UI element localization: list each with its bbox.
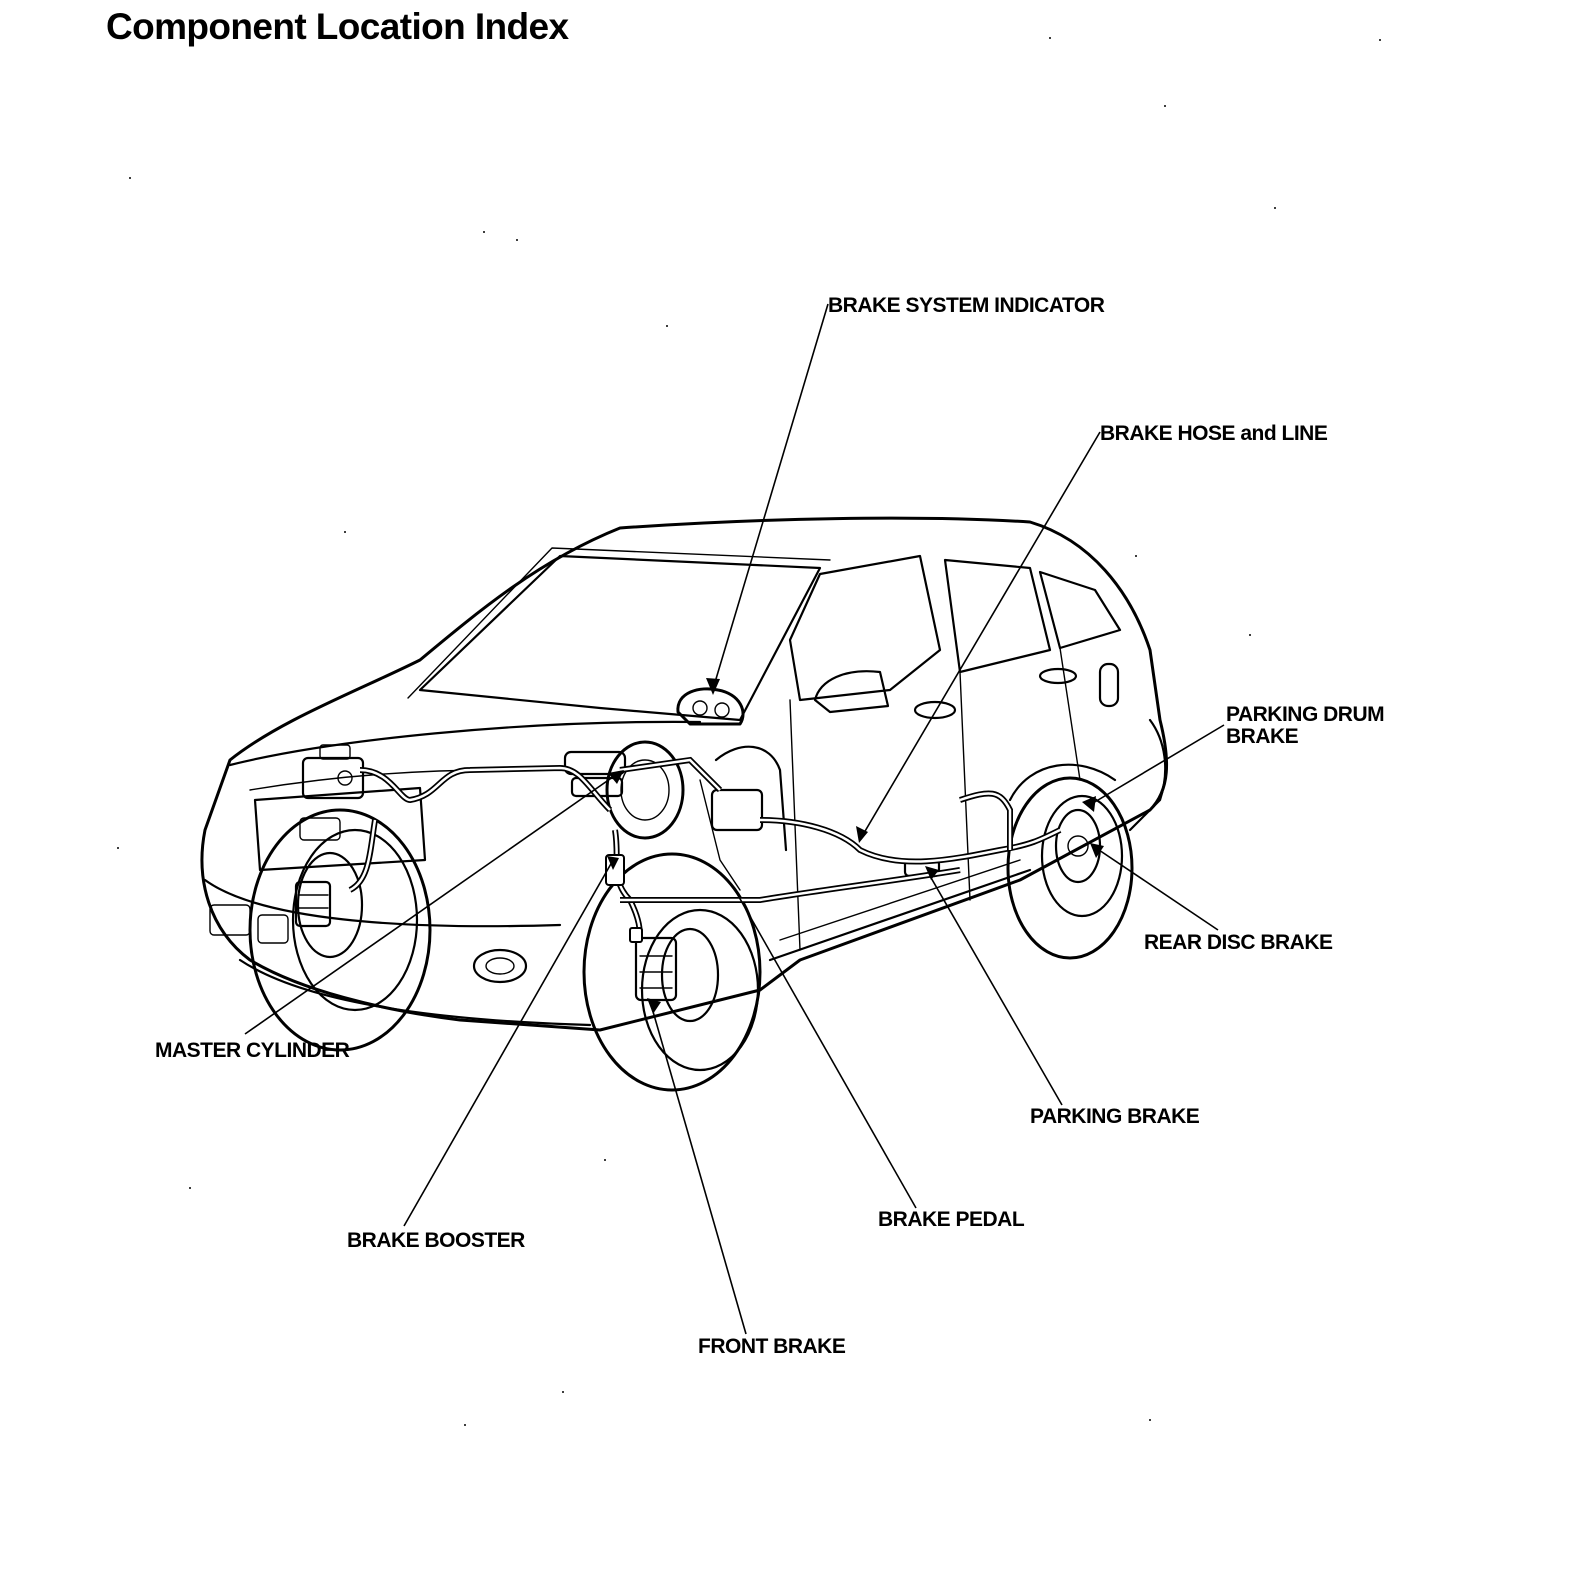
leader-front-brake — [651, 1007, 747, 1335]
leader-brake-system-indicator — [712, 303, 829, 690]
label-front-brake: FRONT BRAKE — [698, 1335, 846, 1358]
label-brake-system-indicator: BRAKE SYSTEM INDICATOR — [828, 294, 1105, 317]
brake-lines — [348, 756, 1062, 943]
label-brake-pedal: BRAKE PEDAL — [878, 1208, 1025, 1231]
leader-brake-booster — [403, 861, 613, 1227]
leader-brake-pedal — [734, 889, 917, 1209]
arrow-parking-drum-brake — [1082, 796, 1096, 812]
leader-parking-brake — [929, 875, 1063, 1106]
label-parking-drum-brake-line1: PARKING DRUM — [1226, 703, 1385, 726]
leader-parking-drum-brake — [1087, 724, 1225, 807]
leader-master-cylinder — [244, 771, 621, 1035]
arrow-brake-system-indicator — [706, 678, 720, 695]
vehicle-outline — [200, 516, 1169, 1092]
leader-lines — [244, 303, 1225, 1335]
arrow-brake-hose-and-line — [856, 826, 868, 843]
label-parking-drum-brake-line2: BRAKE — [1226, 725, 1299, 748]
arrow-brake-booster — [607, 856, 619, 870]
leader-rear-disc-brake — [1095, 847, 1219, 931]
leader-brake-hose-and-line — [860, 431, 1101, 839]
label-parking-brake: PARKING BRAKE — [1030, 1105, 1200, 1128]
label-rear-disc-brake: REAR DISC BRAKE — [1144, 931, 1333, 954]
arrow-parking-brake — [925, 866, 939, 880]
label-master-cylinder: MASTER CYLINDER — [155, 1039, 350, 1062]
arrow-master-cylinder — [608, 770, 624, 784]
arrow-rear-disc-brake — [1090, 843, 1104, 858]
scan-specks — [117, 37, 1381, 1426]
label-brake-hose-and-line: BRAKE HOSE and LINE — [1100, 422, 1328, 445]
label-brake-booster: BRAKE BOOSTER — [347, 1229, 525, 1252]
page-title: Component Location Index — [106, 6, 569, 47]
arrow-front-brake — [647, 998, 661, 1014]
